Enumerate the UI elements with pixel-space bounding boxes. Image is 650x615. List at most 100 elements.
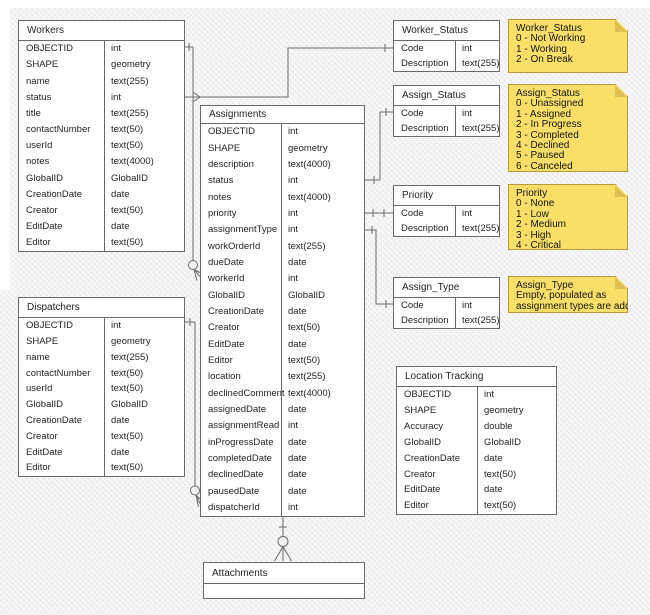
table-title: Location Tracking (397, 367, 556, 387)
field-name: SHAPE (26, 59, 59, 71)
field-type: geometry (104, 57, 184, 74)
field-type: date (281, 434, 364, 451)
field-name: name (26, 351, 50, 363)
field-name: name (26, 75, 50, 87)
field-name: Editor (404, 500, 429, 512)
field-type: double (477, 418, 556, 435)
canvas-top-margin (0, 0, 650, 8)
field-row: name text(255) (19, 73, 184, 90)
field-name: EditDate (26, 221, 63, 233)
connector-workers-to-assignments[interactable] (185, 43, 201, 281)
field-name: userId (26, 383, 53, 395)
field-name: SHAPE (26, 335, 59, 347)
field-name: Creator (26, 204, 58, 216)
table-title: Attachments (204, 563, 364, 584)
field-type: date (104, 412, 184, 429)
field-name: CreationDate (404, 452, 460, 464)
field-name: contactNumber (26, 367, 91, 379)
field-type: int (455, 206, 499, 221)
table-title: Worker_Status (394, 21, 499, 41)
field-type: date (477, 482, 556, 499)
entity-table-attachments[interactable]: Attachments (203, 562, 365, 599)
note-line: 2 - In Progress (516, 119, 582, 131)
field-name: assignmentType (208, 224, 278, 236)
field-row: Creator text(50) (19, 202, 184, 219)
note-title: Priority (516, 188, 548, 199)
connector-assignments-status-to-assign-status[interactable] (365, 108, 393, 184)
field-type: geometry (281, 140, 364, 157)
field-type: text(50) (104, 428, 184, 445)
field-type: text(50) (281, 352, 364, 369)
field-name: EditDate (208, 338, 245, 350)
field-name: workerId (208, 273, 245, 285)
field-type (211, 584, 364, 598)
field-type: int (281, 124, 364, 141)
field-name: SHAPE (208, 142, 241, 154)
field-name: Code (401, 299, 424, 311)
connector-assignments-type-to-assign-type[interactable] (365, 226, 393, 308)
field-type: int (455, 298, 499, 313)
field-type: int (281, 205, 364, 222)
field-name: OBJECTID (26, 320, 73, 332)
field-type: GlobalID (104, 396, 184, 413)
connector-assignments-to-attachments[interactable] (274, 517, 292, 562)
field-type: text(255) (281, 238, 364, 255)
field-type: text(255) (104, 105, 184, 122)
note-line: 1 - Low (516, 208, 549, 220)
field-type: date (104, 218, 184, 235)
note-line: 4 - Declined (516, 140, 570, 152)
field-type: text(4000) (281, 189, 364, 206)
field-name: location (208, 371, 241, 383)
connector-assignments-priority-to-priority[interactable] (365, 209, 393, 217)
field-name: GlobalID (404, 436, 441, 448)
field-type: text(50) (104, 202, 184, 219)
field-row (204, 584, 364, 598)
field-name: completedDate (208, 452, 272, 464)
field-type: text(4000) (104, 154, 184, 171)
connector-workers-status-to-worker-status[interactable] (185, 44, 393, 102)
field-name: Description (401, 222, 449, 234)
field-type: geometry (104, 333, 184, 350)
note-line: 1 - Assigned (516, 108, 572, 120)
field-name: GlobalID (26, 399, 63, 411)
field-type: text(255) (104, 73, 184, 90)
field-type: int (455, 106, 499, 121)
field-name: dispatcherId (208, 501, 260, 513)
field-type: text(255) (455, 313, 500, 328)
connector-dispatchers-to-assignments[interactable] (185, 318, 201, 508)
field-type: text(4000) (281, 385, 364, 402)
